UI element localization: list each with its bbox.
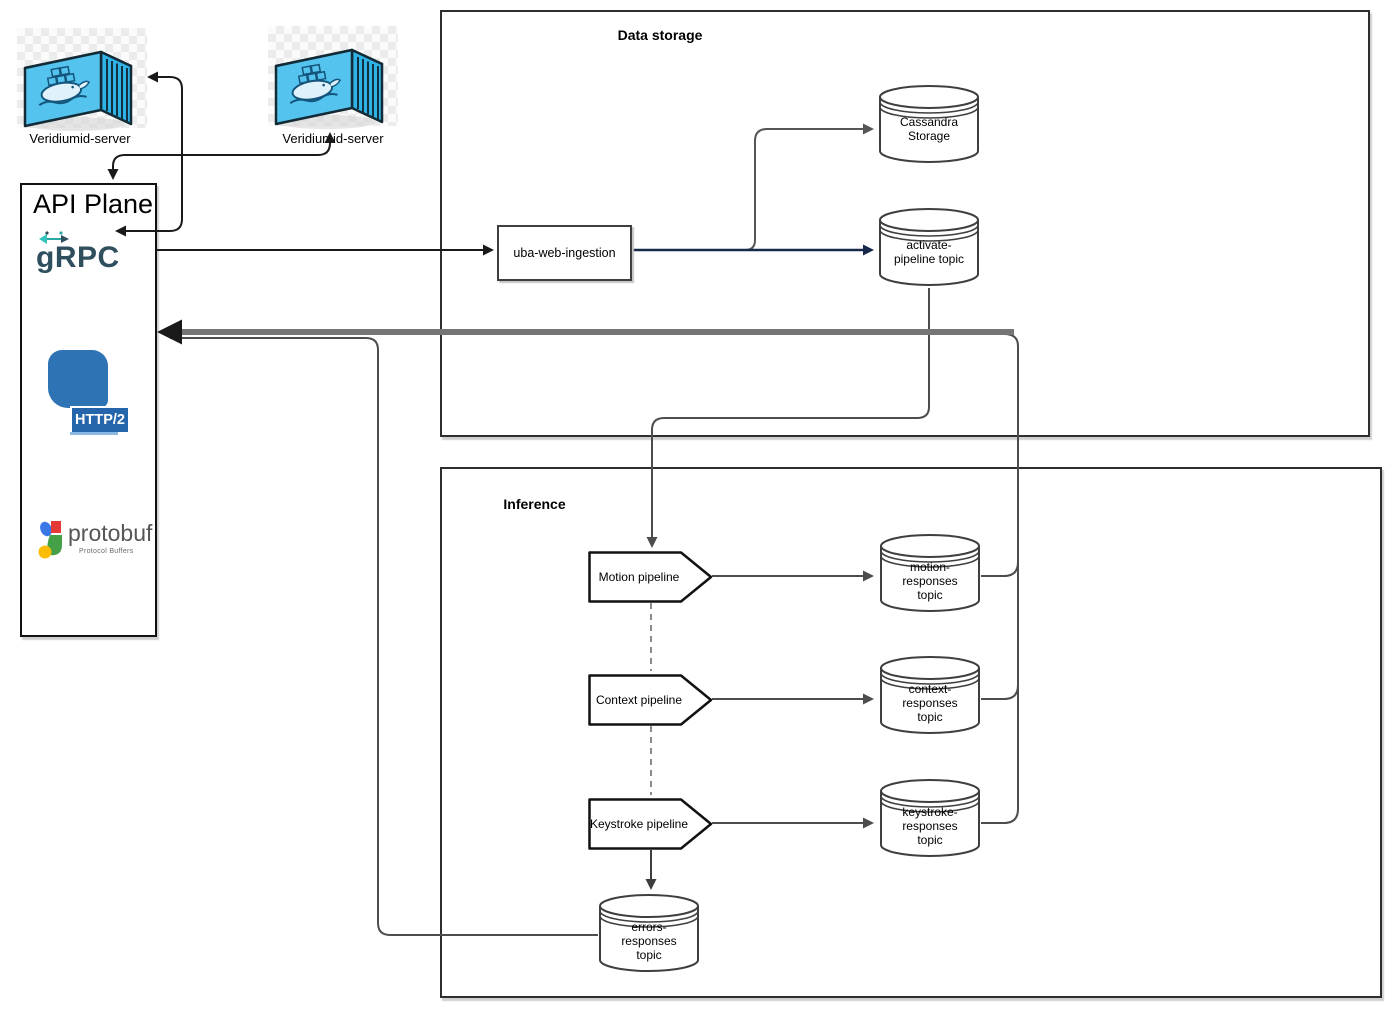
cassandra-storage-node: Cassandra Storage: [878, 84, 980, 164]
context-pipeline-label: Context pipeline: [595, 693, 683, 707]
protobuf-label: protobuf: [68, 520, 153, 546]
data-storage-title: Data storage: [617, 27, 703, 43]
right-container-label: Veridiumid-server: [282, 131, 384, 146]
keystroke-pipeline-node: Keystroke pipeline: [588, 798, 713, 850]
errors-responses-topic-node: errors-responses topic: [598, 893, 700, 973]
context-responses-topic-label: context-responses topic: [902, 682, 958, 724]
uba-web-ingestion-label: uba-web-ingestion: [513, 246, 616, 260]
docker-image-left: [17, 28, 147, 131]
keystroke-pipeline-label: Keystroke pipeline: [589, 817, 689, 831]
protobuf-sublabel: Protocol Buffers: [79, 548, 134, 555]
keystroke-responses-topic-label: keystroke-responses topic: [902, 805, 958, 847]
activate-pipeline-topic-label: activate-pipeline topic: [893, 238, 965, 266]
cassandra-storage-label: Cassandra Storage: [899, 115, 959, 143]
motion-responses-topic-node: motion-responses topic: [879, 533, 981, 613]
motion-pipeline-label: Motion pipeline: [598, 570, 680, 584]
keystroke-responses-topic-node: keystroke-responses topic: [879, 778, 981, 858]
context-pipeline-node: Context pipeline: [588, 674, 713, 726]
context-responses-topic-node: context-responses topic: [879, 655, 981, 735]
motion-responses-topic-label: motion-responses topic: [902, 560, 958, 602]
protobuf-icon: [38, 521, 62, 559]
http2-label: HTTP/2: [70, 406, 128, 432]
uba-web-ingestion-node: uba-web-ingestion: [497, 225, 632, 281]
inference-title: Inference: [503, 496, 566, 512]
motion-pipeline-node: Motion pipeline: [588, 551, 713, 603]
api-plane-title: API Plane: [33, 189, 154, 219]
errors-responses-topic-label: errors-responses topic: [621, 920, 677, 962]
activate-pipeline-topic-node: activate-pipeline topic: [878, 207, 980, 287]
grpc-icon: [39, 231, 69, 244]
left-container-label: Veridiumid-server: [29, 131, 131, 146]
docker-image-right: [268, 26, 398, 129]
http2-strip: [70, 432, 118, 435]
http2-icon: [48, 350, 108, 408]
grpc-label: gRPC: [36, 241, 120, 274]
